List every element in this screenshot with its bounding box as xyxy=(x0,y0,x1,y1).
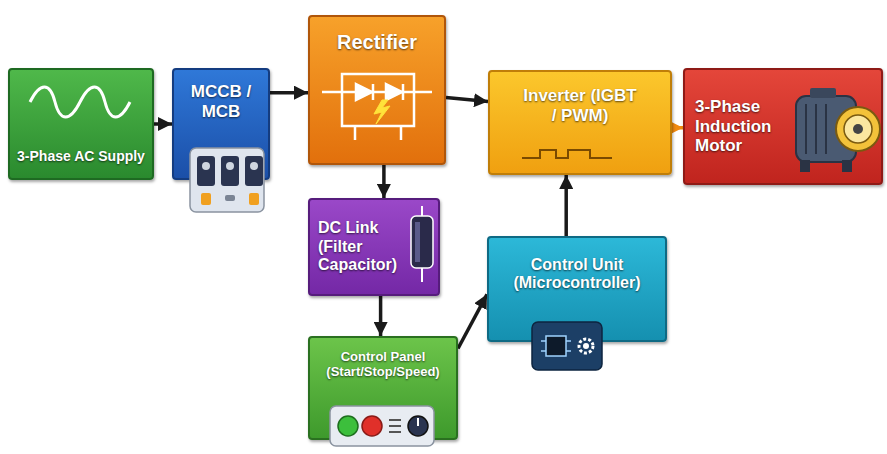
inverter-box: Inverter (IGBT / PWM) xyxy=(488,70,672,175)
control-unit-box: Control Unit (Microcontroller) xyxy=(487,236,667,342)
flow-arrow xyxy=(154,122,172,126)
motor-icon xyxy=(796,88,880,172)
node-label: Inverter (IGBT / PWM) xyxy=(520,86,640,125)
control-panel-icon xyxy=(330,406,434,446)
breaker-icon xyxy=(190,148,264,212)
flow-arrow xyxy=(382,165,386,198)
flow-arrow xyxy=(379,296,383,336)
node-label: MCCB / MCB xyxy=(179,82,263,121)
node-label: DC Link (Filter Capacitor) xyxy=(318,219,410,274)
sine-wave-icon xyxy=(30,87,130,117)
flow-arrow xyxy=(270,91,308,95)
control-panel-box: Control Panel (Start/Stop/Speed) xyxy=(308,336,458,440)
microcontroller-icon xyxy=(532,322,602,370)
rectifier-symbol xyxy=(322,74,432,140)
node-label: Control Unit (Microcontroller) xyxy=(493,256,661,293)
flow-arrow xyxy=(564,175,568,236)
pwm-waveform xyxy=(522,150,612,158)
flow-arrow xyxy=(672,126,683,130)
node-label: Control Panel (Start/Stop/Speed) xyxy=(314,350,452,380)
flow-arrow xyxy=(458,294,487,348)
supply-box: 3-Phase AC Supply xyxy=(8,68,154,180)
flow-arrow xyxy=(446,98,488,102)
rectifier-box: Rectifier xyxy=(308,15,446,165)
node-label: 3-Phase Induction Motor xyxy=(695,97,795,156)
dc-link-box: DC Link (Filter Capacitor) xyxy=(308,198,440,296)
breaker-box: MCCB / MCB xyxy=(172,68,270,180)
capacitor-icon xyxy=(411,206,433,282)
motor-box: 3-Phase Induction Motor xyxy=(683,68,883,185)
node-label: 3-Phase AC Supply xyxy=(14,148,148,164)
node-label: Rectifier xyxy=(314,31,440,54)
